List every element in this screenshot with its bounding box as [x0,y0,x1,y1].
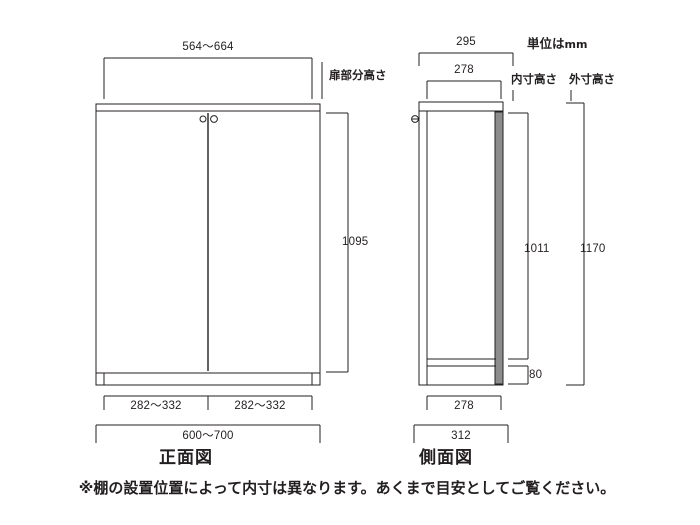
front-overall-width-value: 600〜700 [182,430,234,442]
front-base-plinth [95,372,321,386]
unit-note: 単位はmm [527,36,588,51]
side-outer-depth-bottom-value: 312 [451,430,471,442]
side-door-knob [411,115,419,123]
unit-note-text: 単位は [527,36,565,51]
side-outer-depth-bottom-dimline [413,424,509,443]
front-door-knobs [199,115,218,123]
side-inner-depth-bottom-value: 278 [454,400,474,412]
side-top-board [418,101,504,112]
front-top-board [95,103,321,112]
side-outer-height-value: 1170 [580,243,606,255]
side-base-height-value: 80 [529,369,543,381]
side-outer-depth-dimline [418,52,514,66]
side-outer-depth-value: 295 [456,36,476,48]
footnote-text: ※棚の設置位置によって内寸は異なります。あくまで目安としてご覧ください。 [78,479,616,497]
side-inner-height-dimline [508,112,529,360]
front-overall-width-dimline [95,424,321,443]
side-base-shelf-lines [427,358,496,367]
side-outer-height-label: 外寸高さ [569,72,615,86]
front-door-leaf-dimlines [103,395,313,410]
side-view-title: 側面図 [419,448,473,468]
front-door-height-label: 扉部分高さ [329,68,387,82]
front-door-height-value: 1095 [342,236,369,248]
side-base-height-dimline [508,365,529,385]
side-inner-depth-top-dimline [426,80,502,99]
side-inner-depth-bottom-dimline [426,395,502,410]
side-outer-height-dimline [566,102,585,386]
front-door-right-width-value: 282〜332 [234,400,286,412]
side-height-label-leaders [512,90,572,101]
front-door-width-value: 564〜664 [182,41,234,53]
unit-note-mm: mm [564,38,588,51]
side-door-edge-panel [494,111,504,385]
front-door-left-width-value: 282〜332 [130,400,182,412]
side-inner-height-value: 1011 [524,243,550,255]
front-door-width-dimline [103,57,313,99]
front-door-height-dimline [326,112,349,373]
side-cabinet-body [418,110,504,386]
front-view-title: 正面図 [159,448,213,468]
side-inner-depth-top-value: 278 [454,64,474,76]
side-inner-height-label: 内寸高さ [511,72,557,86]
